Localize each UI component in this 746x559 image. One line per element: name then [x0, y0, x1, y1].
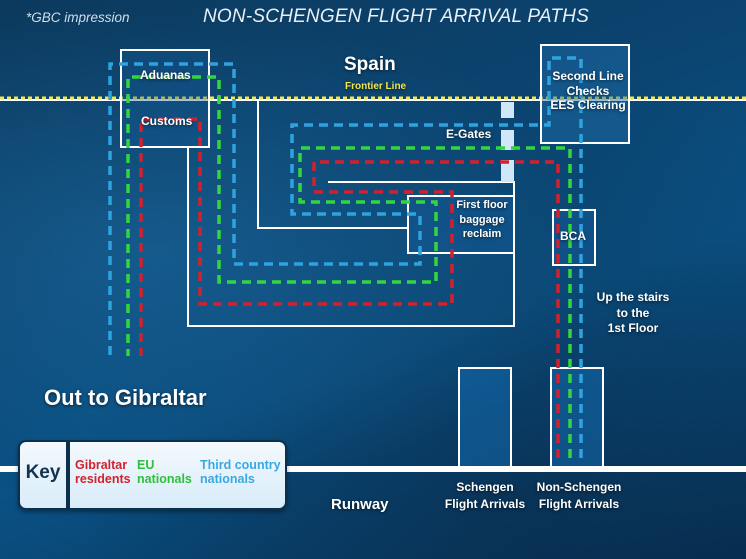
bca-box — [552, 209, 596, 266]
wall-inner-1 — [257, 100, 408, 229]
customs-label: Customs — [141, 114, 193, 128]
runway-label: Runway — [331, 496, 389, 513]
stairs-text-3: 1st Floor — [607, 321, 659, 336]
egates-label: E-Gates — [446, 127, 492, 141]
legend: Key Gibraltar residents EU nationals Thi… — [18, 440, 287, 510]
legend-title: Key — [25, 462, 61, 483]
non-schengen-arrivals-label: Non-Schengen Flight Arrivals — [533, 481, 625, 510]
baggage-reclaim-label: First floor baggage reclaim — [452, 199, 512, 241]
stairs-text-1: Up the stairs — [596, 290, 670, 304]
legend-item-gibraltar-residents: Gibraltar residents — [75, 458, 131, 487]
baggage-text-3: reclaim — [462, 228, 502, 241]
second-line-label: Second Line Checks EES Clearing — [548, 70, 628, 112]
aduanas-label: Aduanas — [140, 68, 191, 82]
legend-item-eu-nationals: EU nationals — [137, 458, 192, 487]
frontier-line-label: Frontier Line — [345, 81, 407, 92]
legend-item-line2: residents — [75, 471, 131, 486]
baggage-text-1: First floor — [456, 199, 508, 211]
path-third-country — [108, 56, 583, 458]
second-line-text-1: Second Line — [552, 69, 624, 83]
legend-item-line1: Third country — [200, 458, 281, 472]
non-schengen-text-1: Non-Schengen — [536, 480, 622, 494]
egate-bar-2 — [501, 130, 514, 150]
second-line-text-3: EES Clearing — [550, 98, 626, 113]
non-schengen-text-2: Flight Arrivals — [538, 496, 620, 511]
legend-item-third-country-nationals: Third country nationals — [200, 458, 281, 487]
wall-outer — [187, 148, 515, 327]
schengen-text-1: Schengen — [456, 480, 514, 494]
bca-label: BCA — [560, 229, 586, 243]
legend-item-line1: EU — [137, 458, 155, 472]
legend-item-line2: nationals — [200, 471, 255, 486]
baggage-box — [407, 195, 515, 254]
legend-item-line2: nationals — [137, 471, 192, 486]
egate-bar-3 — [501, 160, 514, 182]
baggage-text-2: baggage — [459, 213, 505, 226]
stairs-label: Up the stairs to the 1st Floor — [593, 291, 673, 335]
second-line-text-2: Checks — [566, 83, 610, 98]
stairs-text-2: to the — [616, 305, 650, 320]
building-walls — [187, 100, 515, 327]
schengen-text-2: Flight Arrivals — [444, 496, 526, 511]
schengen-gate — [458, 367, 512, 469]
egate-bar-1 — [501, 102, 514, 118]
page-title: NON-SCHENGEN FLIGHT ARRIVAL PATHS — [203, 6, 589, 27]
customs-box — [120, 49, 210, 148]
legend-item-line1: Gibraltar — [75, 458, 128, 472]
impression-note: *GBC impression — [26, 10, 130, 25]
spain-label: Spain — [344, 54, 396, 75]
legend-divider — [66, 442, 70, 508]
path-eu — [126, 75, 572, 458]
second-line-box — [540, 44, 630, 144]
out-to-gibraltar-label: Out to Gibraltar — [44, 385, 207, 410]
schengen-arrivals-label: Schengen Flight Arrivals — [442, 481, 528, 510]
